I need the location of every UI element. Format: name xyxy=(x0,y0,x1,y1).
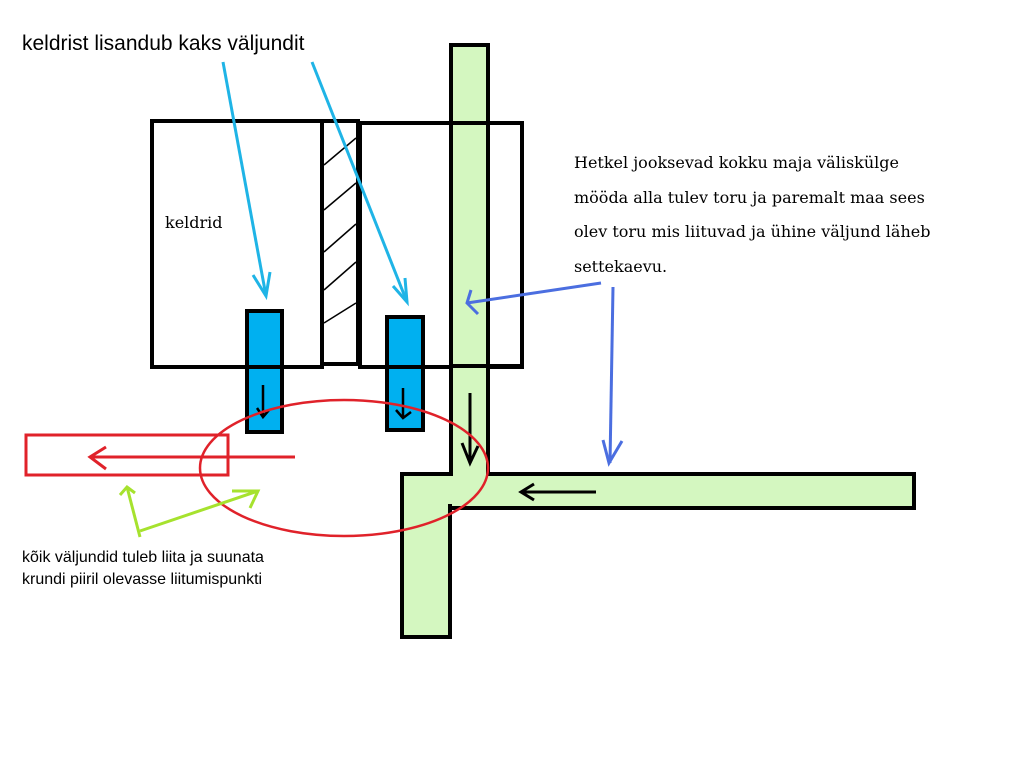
instruction-line: krundi piiril olevasse liitumispunkti xyxy=(22,571,262,588)
horizontal-pipe xyxy=(400,470,916,639)
callout-arrow-junction xyxy=(139,489,261,533)
outlet-right xyxy=(385,315,425,432)
callout-arrow-right-outlet xyxy=(310,61,409,307)
current-state-note: Hetkel jooksevad kokku maja väliskülge m… xyxy=(574,153,930,276)
basement-block-left xyxy=(150,119,324,369)
callout-arrow-red-pipe xyxy=(118,484,142,538)
note-line: settekaevu. xyxy=(574,257,667,276)
junction-highlight-ellipse xyxy=(198,398,490,538)
callout-arrow-ground-pipe xyxy=(601,286,624,467)
note-line: mööda alla tulev toru ja paremalt maa se… xyxy=(574,188,925,207)
callout-arrow-left-outlet xyxy=(221,61,272,301)
hatched-wall xyxy=(320,119,360,366)
note-line: olev toru mis liituvad ja ühine väljund … xyxy=(574,222,930,241)
callout-arrow-downpipe xyxy=(465,281,602,316)
instruction-line: kõik väljundid tuleb liita ja suunata xyxy=(22,549,264,566)
title-text: keldrist lisandub kaks väljundit xyxy=(22,32,305,55)
basement-label: keldrid xyxy=(165,213,223,232)
instruction-note: kõik väljundid tuleb liita ja suunata kr… xyxy=(22,549,264,588)
flow-arrow-down-pipe xyxy=(460,393,480,467)
note-line: Hetkel jooksevad kokku maja väliskülge xyxy=(574,153,899,172)
flow-arrow-down-right-outlet xyxy=(395,388,412,420)
new-connection-pipe xyxy=(24,433,295,477)
flow-arrow-left-pipe xyxy=(518,482,596,502)
